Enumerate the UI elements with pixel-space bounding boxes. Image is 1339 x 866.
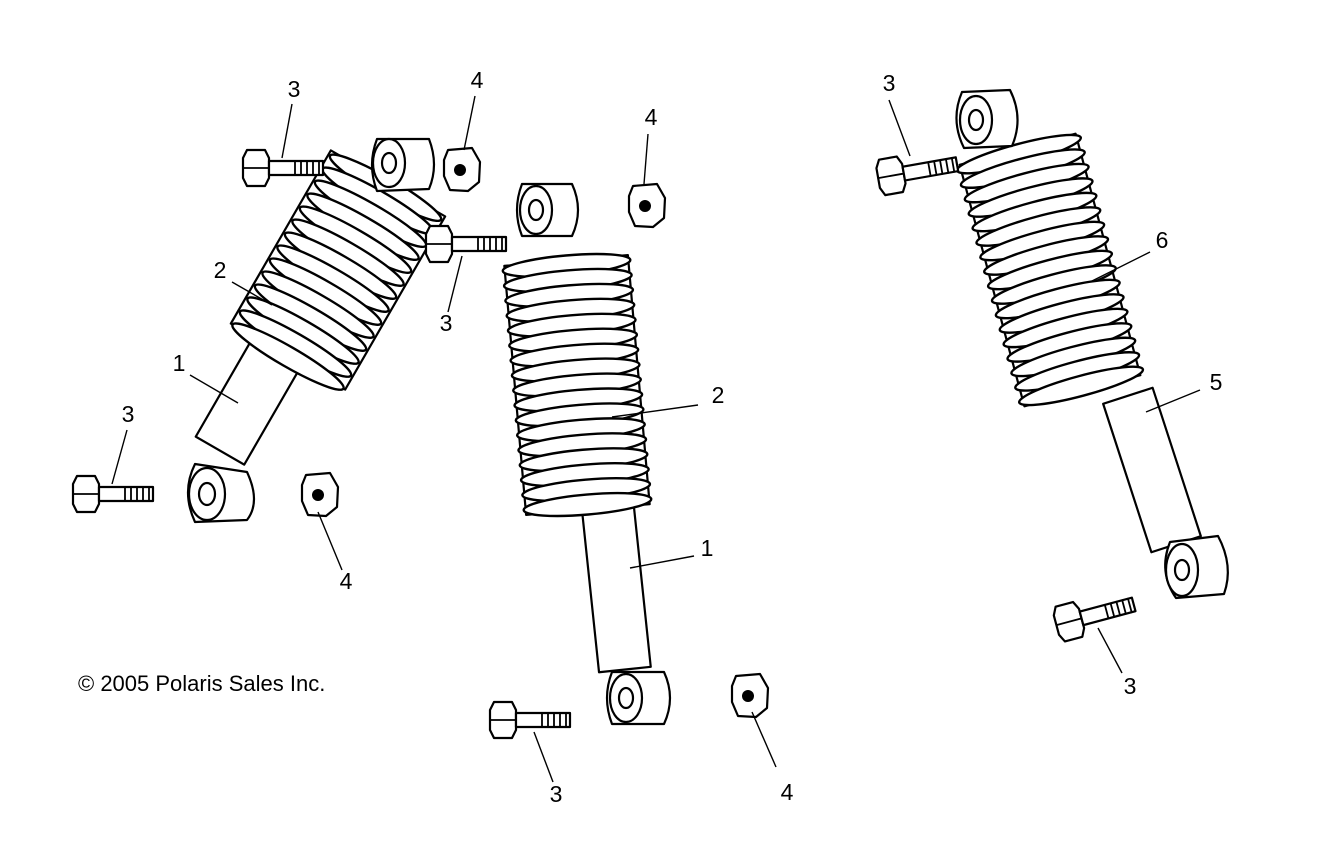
- copyright-notice: © 2005 Polaris Sales Inc.: [78, 671, 325, 696]
- callout-a2: 2: [214, 257, 227, 283]
- callout-c6: 6: [1156, 227, 1169, 253]
- shock-absorber-left: [186, 137, 448, 524]
- bolt-c-top: [873, 145, 962, 197]
- callout-c5: 5: [1210, 369, 1223, 395]
- nut-a-bottom: [300, 471, 340, 518]
- callout-a4-top: 4: [471, 67, 484, 93]
- bolt-c-bottom: [1050, 585, 1140, 644]
- callout-b3-bottom: 3: [550, 781, 563, 807]
- callout-b4-bottom: 4: [781, 779, 794, 805]
- callout-a3-bottom: 3: [122, 401, 135, 427]
- callout-labels: 3 4 2 1 3 4 4 3 2 1 3 4 3 6 5 3: [122, 67, 1223, 807]
- callout-b4-top: 4: [645, 104, 658, 130]
- nut-b-bottom: [730, 672, 770, 719]
- leader-lines: [111, 95, 1201, 783]
- callout-a1: 1: [173, 350, 186, 376]
- bolt-b-bottom: [488, 700, 572, 740]
- callout-c3-bottom: 3: [1124, 673, 1137, 699]
- callout-b3-top: 3: [440, 310, 453, 336]
- callout-a4-bottom: 4: [340, 568, 353, 594]
- callout-b2: 2: [712, 382, 725, 408]
- callout-c3-top: 3: [883, 70, 896, 96]
- nut-b-top: [627, 182, 667, 229]
- shock-absorber-center: [500, 182, 672, 726]
- nut-a-top: [442, 146, 482, 193]
- shock-absorber-right: [953, 88, 1229, 600]
- callout-a3-top: 3: [288, 76, 301, 102]
- bolt-b-top: [424, 224, 508, 264]
- callout-b1: 1: [701, 535, 714, 561]
